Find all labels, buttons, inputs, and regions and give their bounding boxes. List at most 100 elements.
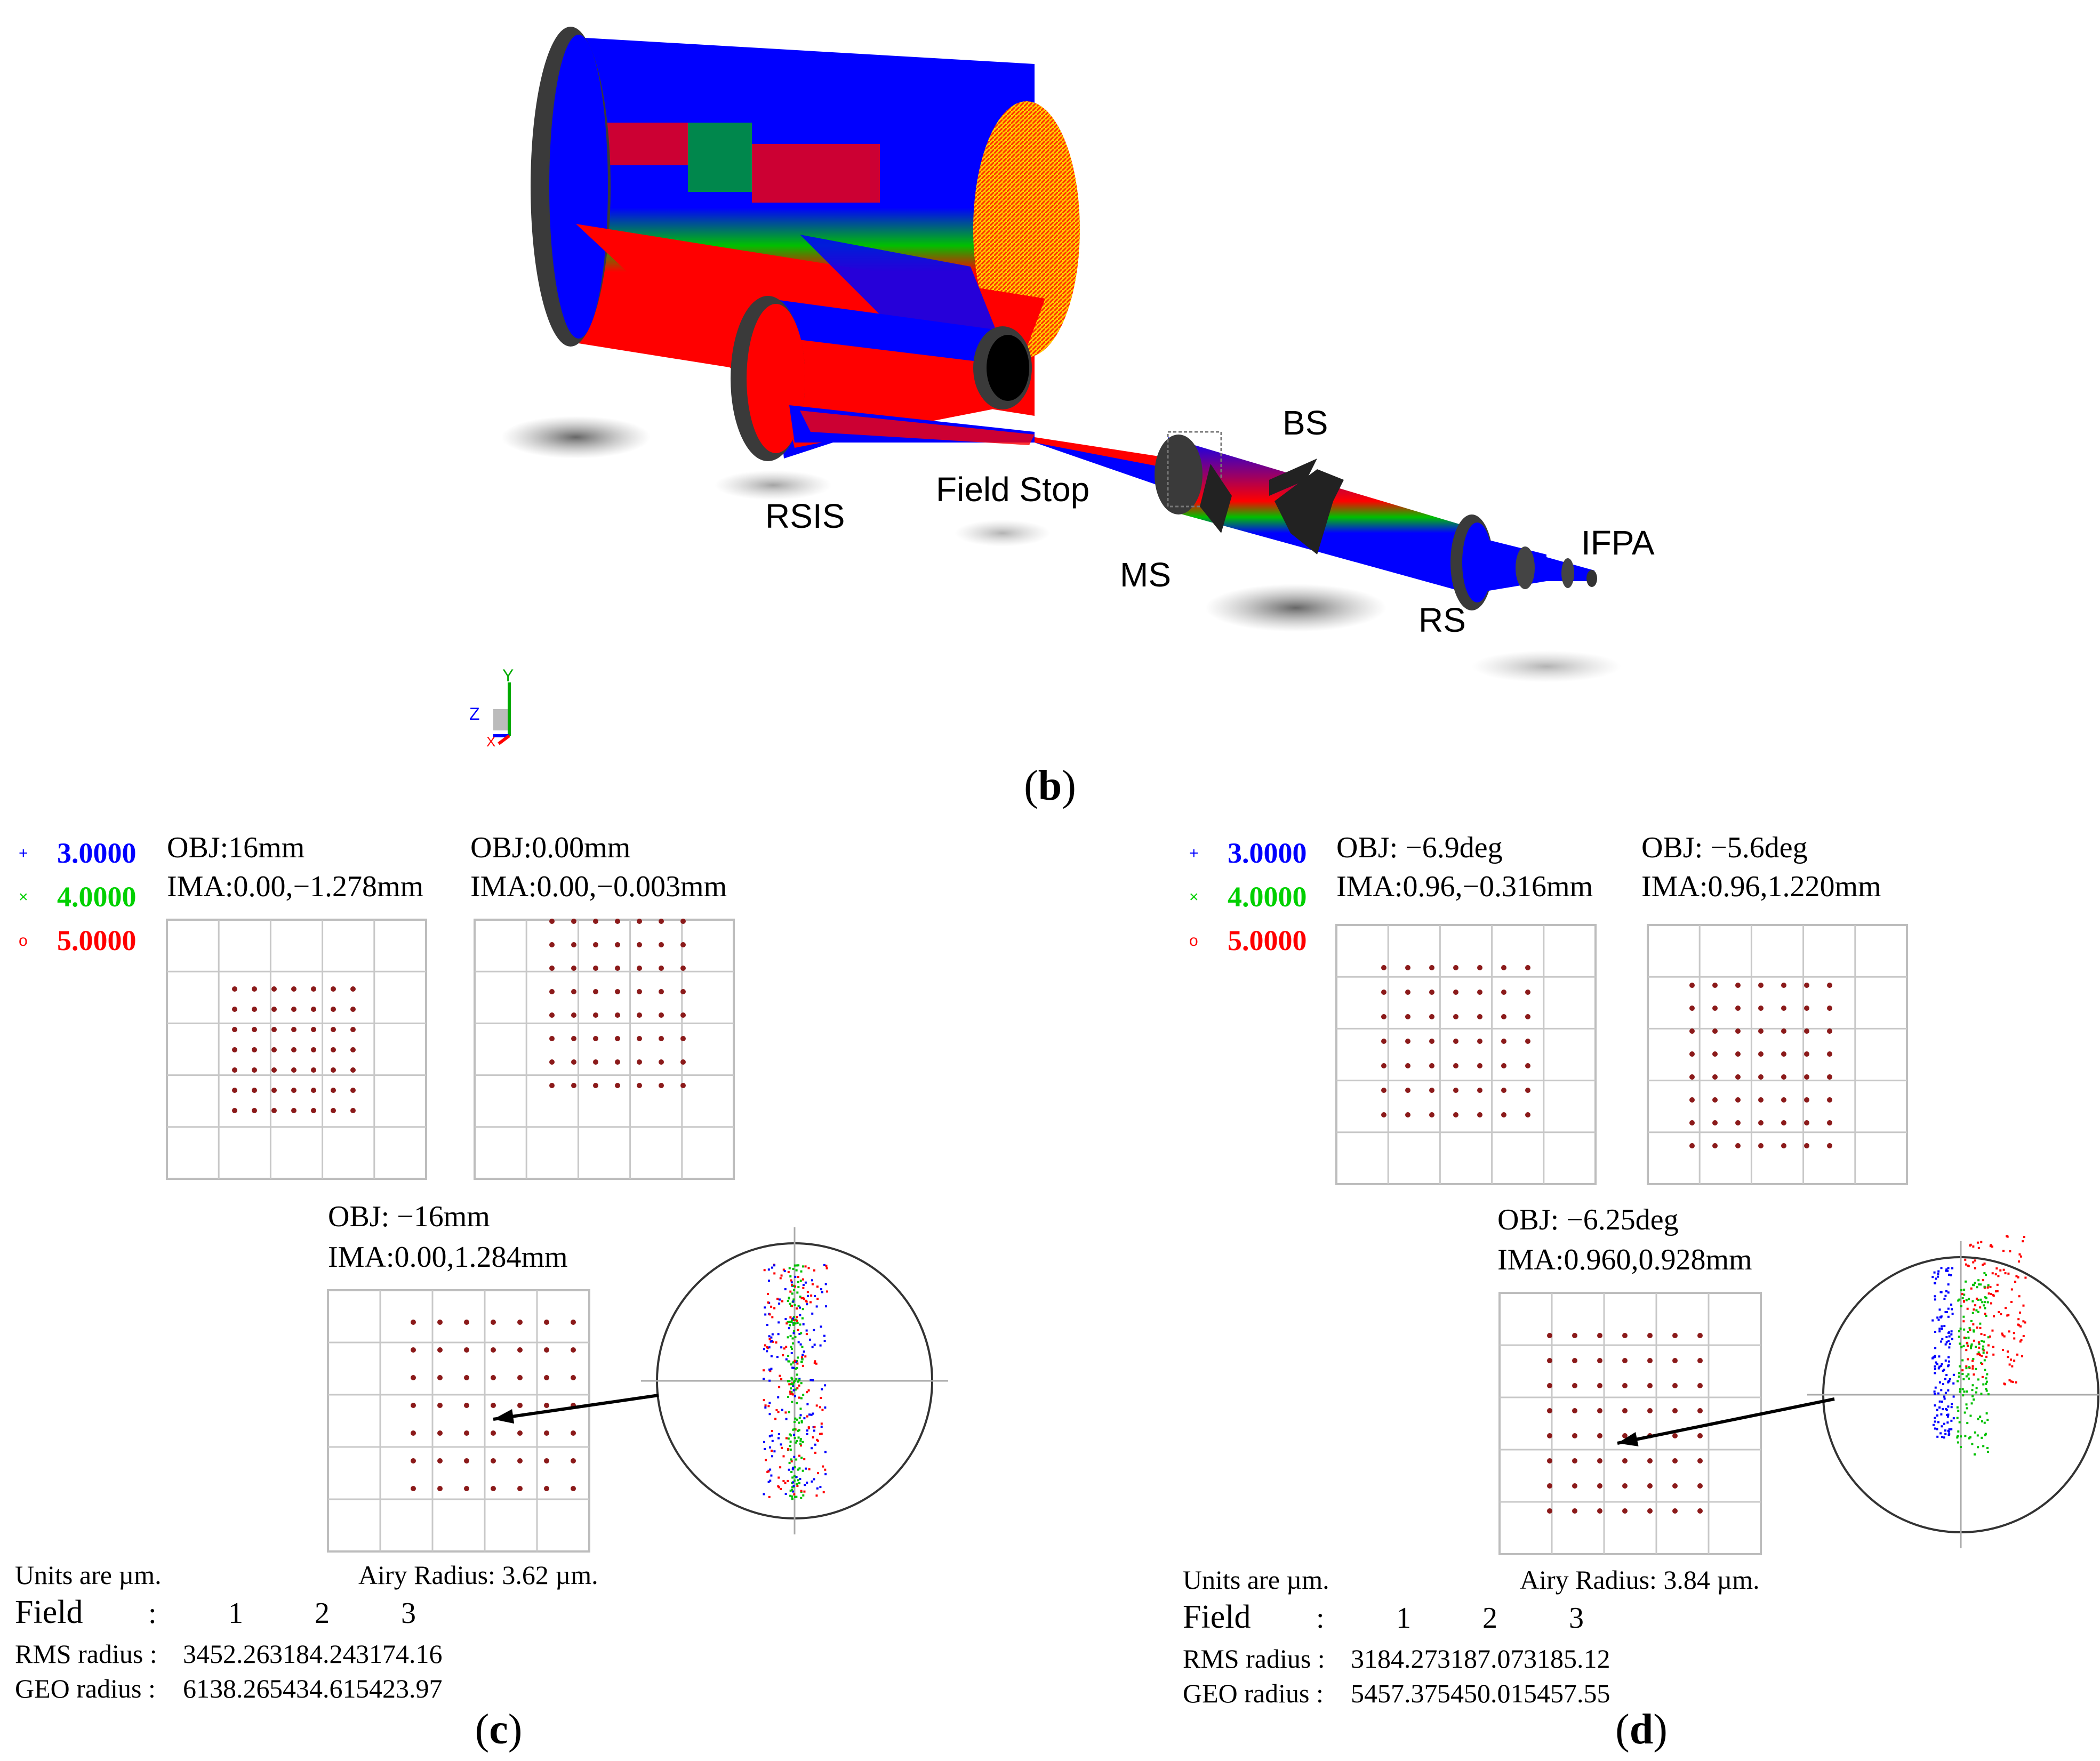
zoom-ray-point xyxy=(1987,1451,1990,1453)
zoom-ray-point xyxy=(768,1379,771,1382)
zoom-ray-point xyxy=(806,1291,809,1293)
spot-point xyxy=(544,1347,549,1353)
spot-point xyxy=(1827,1143,1832,1148)
spot-point xyxy=(1804,1097,1809,1103)
spot-point xyxy=(1647,1408,1653,1413)
spot-point xyxy=(1689,1006,1695,1011)
spot-point xyxy=(1501,1039,1506,1044)
zoom-ray-point xyxy=(789,1494,792,1497)
zoom-ray-point xyxy=(816,1285,819,1288)
zoom-ray-point xyxy=(1950,1274,1952,1276)
zoom-ray-point xyxy=(1958,1421,1961,1424)
zoom-ray-point xyxy=(1956,1417,1959,1419)
zoom-ray-point xyxy=(1931,1319,1934,1322)
zoom-ray-point xyxy=(784,1482,787,1484)
zoom-ray-point xyxy=(1971,1360,1974,1362)
zoom-ray-point xyxy=(1956,1406,1959,1409)
zoom-ray-point xyxy=(791,1366,794,1369)
zoom-ray-point xyxy=(789,1449,792,1451)
zoom-ray-point xyxy=(771,1455,774,1458)
zoom-ray-point xyxy=(1962,1320,1965,1323)
zoom-ray-point xyxy=(767,1470,770,1473)
zoom-ray-point xyxy=(778,1476,780,1479)
zoom-ray-point xyxy=(794,1275,797,1278)
zoom-ray-point xyxy=(1938,1400,1941,1403)
zoom-ray-point xyxy=(1990,1302,1992,1305)
zoom-ray-point xyxy=(785,1437,788,1440)
spot-point xyxy=(1597,1458,1602,1464)
zoom-ray-point xyxy=(768,1368,771,1371)
zoom-ray-point xyxy=(1945,1268,1948,1271)
spot-point xyxy=(1597,1433,1602,1438)
spot-point xyxy=(1405,965,1410,970)
spot-point xyxy=(659,1036,664,1041)
spot-point xyxy=(571,1486,576,1491)
zoom-ray-point xyxy=(763,1399,765,1402)
zoom-ray-point xyxy=(793,1380,796,1382)
zoom-ray-point xyxy=(798,1421,800,1424)
zoom-ray-point xyxy=(787,1448,789,1451)
spot-point xyxy=(517,1458,523,1464)
zoom-ray-point xyxy=(792,1428,795,1431)
spot-point xyxy=(1429,1088,1434,1093)
beam-band xyxy=(752,144,880,203)
zoom-ray-point xyxy=(1986,1446,1989,1449)
zoom-ray-point xyxy=(1946,1270,1949,1273)
zoom-ray-point xyxy=(813,1344,816,1346)
primary-mirror-face xyxy=(549,35,608,339)
spot-point xyxy=(1804,1143,1809,1148)
zoom-ray-point xyxy=(799,1323,801,1326)
zoom-ray-point xyxy=(799,1314,801,1316)
legend-symbol: × xyxy=(19,888,28,906)
zoom-ray-point xyxy=(816,1487,819,1490)
zoom-ray-point xyxy=(1947,1405,1950,1408)
zoom-ray-point xyxy=(1947,1380,1950,1383)
zoom-ray-point xyxy=(1976,1286,1978,1289)
spot-point xyxy=(1647,1333,1653,1338)
spot-point xyxy=(1735,1074,1741,1080)
relay-lens-2 xyxy=(1516,546,1535,589)
spot-point xyxy=(291,1108,296,1113)
spot-point xyxy=(1405,1063,1410,1068)
zoom-ray-point xyxy=(1939,1432,1942,1435)
d-spot-grid-3 xyxy=(1498,1292,1762,1555)
zoom-ray-point xyxy=(772,1340,774,1343)
spot-point xyxy=(311,1007,316,1012)
zoom-ray-point xyxy=(778,1386,781,1388)
spot-point xyxy=(517,1430,523,1436)
zoom-ray-point xyxy=(801,1364,804,1367)
zoom-ray-point xyxy=(1970,1347,1973,1349)
zoom-ray-point xyxy=(1976,1434,1979,1437)
zoom-ray-point xyxy=(2001,1349,2004,1352)
spot-point xyxy=(544,1320,549,1325)
zoom-ray-point xyxy=(797,1341,800,1344)
zoom-ray-point xyxy=(768,1335,771,1338)
zoom-ray-point xyxy=(1997,1275,2000,1277)
zoom-ray-point xyxy=(788,1461,791,1464)
legend-value: 5.0000 xyxy=(1228,924,1307,956)
zoom-ray-point xyxy=(2007,1356,2009,1358)
d-airy-radius: Airy Radius: 3.84 µm. xyxy=(1520,1565,1760,1595)
zoom-ray-point xyxy=(798,1396,800,1399)
zoom-ray-point xyxy=(1973,1308,1975,1311)
zoom-ray-point xyxy=(1947,1273,1950,1276)
geo-value: 5457.37 xyxy=(1351,1678,1438,1708)
spot-point xyxy=(271,1088,277,1093)
zoom-ray-point xyxy=(792,1317,795,1320)
zoom-ray-point xyxy=(825,1265,828,1267)
zoom-ray-point xyxy=(1991,1245,1993,1248)
zoom-ray-point xyxy=(798,1306,801,1309)
geo-label: GEO radius : xyxy=(15,1674,156,1703)
zoom-ray-point xyxy=(1974,1259,1976,1262)
spot-point xyxy=(1405,990,1410,995)
zoom-ray-point xyxy=(793,1285,796,1288)
spot-point xyxy=(1572,1483,1577,1489)
relay-beam xyxy=(800,411,1035,445)
spot-point xyxy=(491,1403,496,1408)
label-rs: RS xyxy=(1418,601,1466,639)
geo-value: 5457.55 xyxy=(1524,1678,1610,1708)
geo-value: 5434.61 xyxy=(269,1674,356,1703)
zoom-ray-point xyxy=(1981,1363,1984,1365)
zoom-ray-point xyxy=(792,1322,795,1324)
